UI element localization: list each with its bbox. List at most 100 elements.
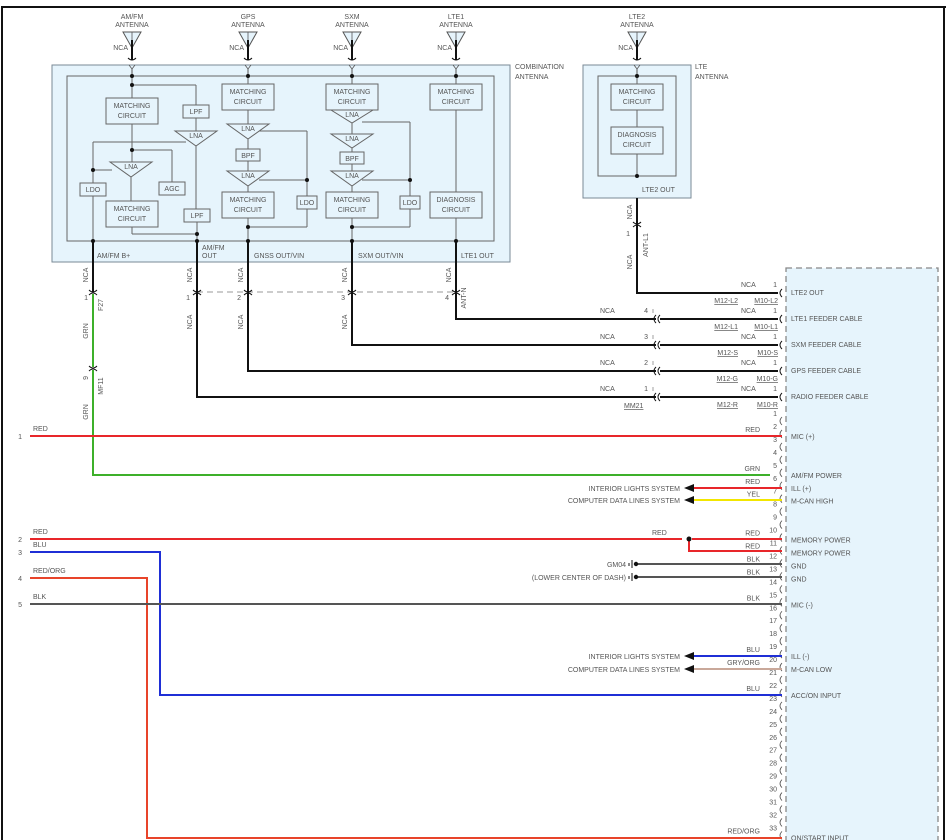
pin-connector-icon: [779, 792, 783, 801]
mm21-connector-id: MM21: [624, 403, 644, 410]
connector-icon: [657, 366, 661, 376]
block-label: CIRCUIT: [234, 99, 263, 106]
connector-icon: [653, 314, 657, 324]
terminal-wire-color: RED/ORG: [33, 568, 66, 575]
block-label: CIRCUIT: [623, 142, 652, 149]
feeder-label: GPS FEEDER CABLE: [791, 368, 861, 375]
splice-dot: [686, 536, 692, 542]
feeder-left-nca: NCA: [600, 334, 615, 341]
pin-number: 33: [769, 825, 777, 832]
block-label: LNA: [124, 164, 138, 171]
pin-wire-color: BLU: [746, 647, 760, 654]
connector-icon: [632, 221, 642, 225]
feeder-label: RADIO FEEDER CABLE: [791, 394, 869, 401]
block-label: LNA: [241, 173, 255, 180]
pin-label: MIC (-): [791, 602, 813, 609]
feeder-nca: NCA: [741, 282, 756, 289]
amfm-matching-circuit-2: [105, 200, 159, 228]
pin-connector-icon: [779, 533, 783, 542]
nca-label: NCA: [342, 267, 349, 282]
antenna-connector-icon: [347, 57, 357, 61]
computer-data-lines-system-link: COMPUTER DATA LINES SYSTEM: [568, 667, 680, 674]
connector-icon: [192, 289, 202, 293]
connector-icon: [632, 224, 642, 228]
antenna-label: ANTENNA: [439, 22, 473, 29]
block-label: LDO: [86, 187, 101, 194]
pin-number: 27: [769, 748, 777, 755]
pin-number: 9: [773, 515, 777, 522]
connector-icon: [451, 289, 461, 293]
pin-label: GND: [791, 563, 807, 570]
antenna-label: ANTENNA: [231, 22, 265, 29]
lte-antenna-title-1: LTE: [695, 64, 708, 71]
block-label: MATCHING: [114, 103, 151, 110]
feeder-nca: NCA: [741, 360, 756, 367]
gps-lna-2: [225, 170, 271, 187]
pin-number: 6: [773, 476, 777, 483]
arrow-left-icon: [684, 652, 694, 660]
pin-connector-icon: [779, 520, 783, 529]
ant-pin: 2: [237, 295, 241, 302]
block-label: BPF: [241, 153, 255, 160]
wire: [351, 241, 650, 346]
antenna-name: GPS: [241, 14, 256, 21]
pin-number: 1: [773, 411, 777, 418]
terminal-number: 5: [18, 602, 22, 609]
pin-number: 2: [773, 424, 777, 431]
pin-connector-icon: [779, 675, 783, 685]
pin-connector-icon: [779, 610, 783, 620]
nca-label: NCA: [342, 314, 349, 329]
connector-icon: [192, 292, 202, 296]
sxm-lna-3: [329, 170, 375, 187]
antenna-name: LTE1: [448, 14, 464, 21]
pin-connector-icon: [779, 740, 783, 750]
pin-number: 31: [769, 800, 777, 807]
nca-label: NCA: [238, 314, 245, 329]
pin-number: 14: [769, 579, 777, 586]
terminal-wire-color: RED: [33, 426, 48, 433]
feeder-m12: M12-R: [717, 402, 738, 409]
pin-wire-color: BLU: [746, 686, 760, 693]
feeder-m10: M10-L2: [754, 298, 778, 305]
antenna-connector-icon: [243, 57, 253, 61]
ant-n-connector-id: ANT-N: [461, 288, 468, 309]
feeder-label: SXM FEEDER CABLE: [791, 342, 862, 349]
block-label: MATCHING: [334, 89, 371, 96]
pin-number: 21: [769, 670, 777, 677]
block-label: BPF: [345, 156, 359, 163]
block-label: CIRCUIT: [442, 207, 471, 214]
circuit-wire: [30, 551, 782, 696]
wire: [455, 241, 650, 320]
pin-number: 12: [769, 553, 777, 560]
mf11-pin: 9: [83, 376, 90, 380]
amfm-matching-circuit: [105, 97, 159, 125]
antenna-name: SXM: [344, 14, 359, 21]
pin-connector-icon: [779, 701, 783, 711]
pin-connector-icon: [779, 468, 783, 478]
lte1-section: MATCHING CIRCUIT DIAGNOSIS CIRCUIT: [429, 74, 483, 243]
mf11-connector-id: MF11: [98, 377, 105, 394]
block-label: CIRCUIT: [338, 99, 367, 106]
pin-wire-color: GRY/ORG: [727, 660, 760, 667]
feeder-left-nca: NCA: [600, 308, 615, 315]
pin-wire-color: RED: [745, 531, 760, 538]
feeder-nca: NCA: [741, 308, 756, 315]
amfm-agc: [158, 181, 186, 196]
feeder-left-nca: NCA: [600, 360, 615, 367]
pin-connector-icon: [779, 507, 783, 516]
feeder-m10: M10-R: [757, 402, 778, 409]
pin-connector-icon: [779, 429, 783, 439]
block-label: MATCHING: [230, 197, 267, 204]
pin-label: MEMORY POWER: [791, 538, 851, 545]
sxm-matching-circuit: [325, 83, 379, 111]
circuit-wire: [30, 577, 782, 839]
arrow-left-icon: [684, 484, 694, 492]
block-label: CIRCUIT: [623, 99, 652, 106]
connector-icon: [779, 366, 783, 376]
connector-icon: [653, 340, 657, 350]
connector-icon: [88, 368, 98, 372]
